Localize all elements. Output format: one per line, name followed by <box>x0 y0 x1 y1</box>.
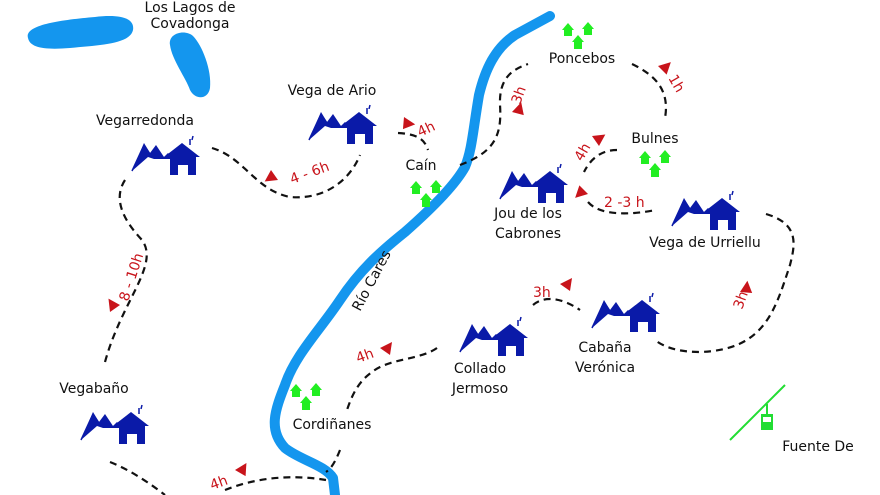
label-vegarredonda: Vegarredonda <box>96 113 194 129</box>
label-fuente-de: Fuente De <box>782 439 854 455</box>
river-cares <box>269 11 555 495</box>
time-poncebos-bulnes: 1h <box>665 72 688 95</box>
refuge-icon-vega-de-urriellu <box>671 190 741 230</box>
direction-arrow <box>656 60 671 75</box>
time-bulnes-jou: 4h <box>572 141 595 164</box>
refuge-icon-cabana-veronica <box>591 292 661 332</box>
trail-jou-urriellu <box>587 201 657 215</box>
label-collado-line1: Collado <box>454 361 506 377</box>
direction-arrow <box>264 169 281 186</box>
label-cabana-line1: Cabaña <box>578 340 631 356</box>
trail-bulnes-jou <box>583 148 618 173</box>
direction-arrow <box>234 462 248 477</box>
label-cain: Caín <box>405 158 436 174</box>
refuge-icon-collado-jermoso <box>459 316 529 356</box>
label-vega-de-urriellu: Vega de Urriellu <box>649 235 761 251</box>
direction-arrow <box>575 185 590 200</box>
village-icon-bulnes <box>639 150 671 177</box>
lake-enol <box>169 32 211 98</box>
trail-cain-poncebos <box>459 62 529 167</box>
label-collado-line2: Jermoso <box>451 381 508 397</box>
refuge-icon-vegarredonda <box>131 135 201 175</box>
time-vegarredonda-ario: 4 - 6h <box>288 159 332 188</box>
time-vegabano-cordinanes: 4h <box>208 473 230 494</box>
lakes-label-line1: Los Lagos de <box>145 0 236 16</box>
label-vegabano: Vegabaño <box>59 381 128 397</box>
time-markers: 4 - 6h 4h 3h 1h 4h 2 -3 h 3h 3h 4h 8 - 1… <box>104 60 754 494</box>
direction-arrow <box>104 298 121 315</box>
trail-collado-cordinanes <box>345 347 438 411</box>
direction-arrow <box>589 130 606 147</box>
label-poncebos: Poncebos <box>549 51 615 67</box>
refuge-icon-jou-de-los-cabrones <box>499 163 569 203</box>
time-urriellu-cabana: 3h <box>731 289 752 311</box>
refuge-icon-vegabano <box>80 404 150 444</box>
label-vega-de-ario: Vega de Ario <box>288 83 377 99</box>
trail-cordinanes-river <box>325 449 342 473</box>
time-cain-poncebos: 3h <box>509 84 530 106</box>
village-icon-poncebos <box>562 22 594 49</box>
trail-ario-cain <box>397 131 430 151</box>
direction-arrow <box>397 114 416 131</box>
trail-poncebos-bulnes <box>631 63 668 119</box>
village-icon-cordinanes <box>290 383 322 410</box>
refuge-icon-vega-de-ario <box>308 104 378 144</box>
lake-ercina <box>27 16 134 49</box>
time-ario-cain: 4h <box>415 119 438 141</box>
label-jou-line1: Jou de los <box>493 206 562 222</box>
trail-vegarredonda-vegabano <box>103 179 148 363</box>
direction-arrow <box>560 278 572 291</box>
trails <box>103 62 795 495</box>
cable-car-icon <box>729 384 786 441</box>
trail-urriellu-cabana <box>654 212 795 354</box>
trail-cabana-collado <box>532 297 581 311</box>
direction-arrow <box>380 342 392 355</box>
label-cabana-line2: Verónica <box>575 360 635 376</box>
label-jou-line2: Cabrones <box>495 226 561 242</box>
trail-vegarredonda-ario <box>211 146 362 199</box>
time-cabana-collado: 3h <box>533 285 551 301</box>
time-collado-cordinanes: 4h <box>354 346 376 367</box>
time-vegarredonda-vegabano: 8 - 10h <box>117 251 148 303</box>
trail-vegabano-south <box>109 460 166 495</box>
trail-south-cordinanes <box>224 476 327 492</box>
time-jou-urriellu: 2 -3 h <box>604 195 645 211</box>
label-bulnes: Bulnes <box>631 131 678 147</box>
lakes-label-line2: Covadonga <box>151 16 230 32</box>
label-cordinanes: Cordiñanes <box>293 417 372 433</box>
